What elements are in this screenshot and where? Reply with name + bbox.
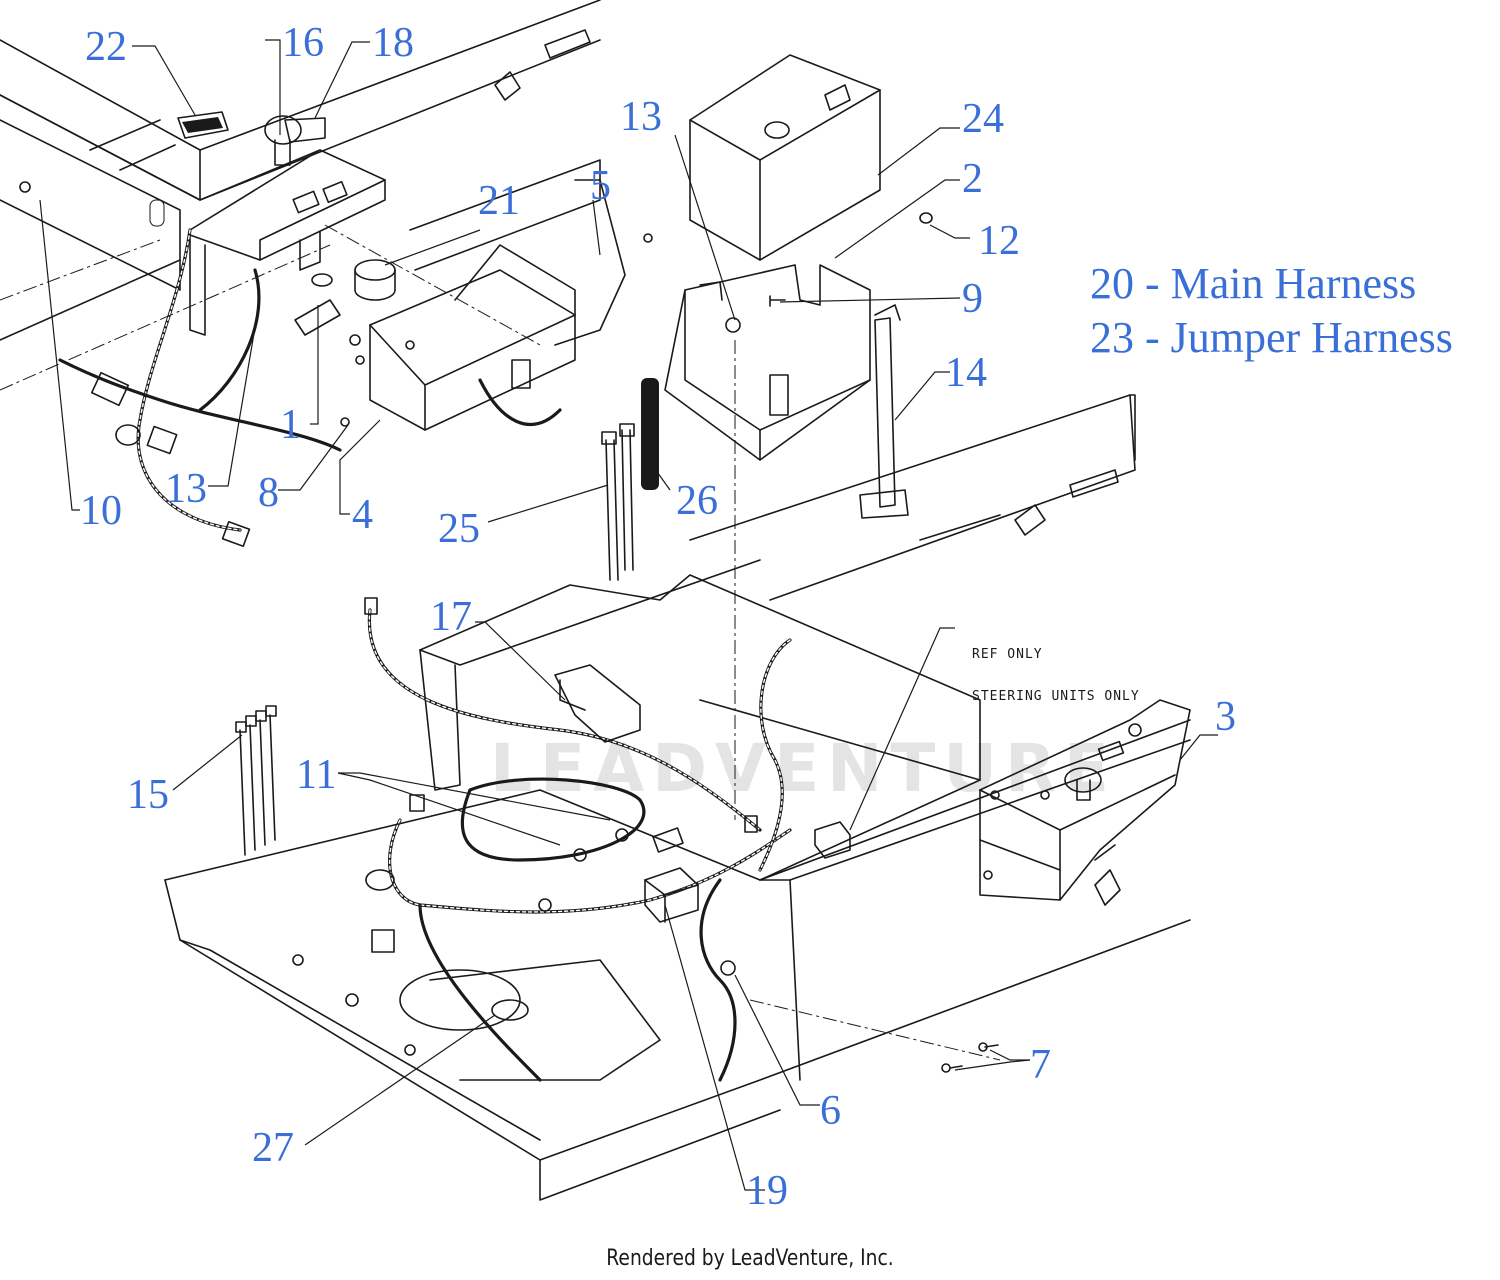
leader-lines (39, 39, 1218, 1191)
main-harness-wires (58, 228, 792, 1082)
ref-note: REF ONLY STEERING UNITS ONLY (972, 620, 1140, 732)
callout-12: 12 (978, 218, 1020, 264)
tie-strap-bundle (235, 705, 277, 856)
battery-strap (859, 304, 909, 519)
callout-17: 17 (430, 594, 472, 640)
callout-10: 10 (80, 488, 122, 534)
key-switch (311, 259, 396, 301)
callout-8: 8 (258, 470, 279, 516)
main-chassis (164, 559, 1191, 1201)
battery-tray (664, 264, 871, 461)
callout-2: 2 (962, 156, 983, 202)
callout-24: 24 (962, 96, 1004, 142)
callout-25: 25 (438, 506, 480, 552)
callout-1: 1 (280, 402, 301, 448)
steering-control-module (979, 699, 1191, 901)
battery (689, 54, 881, 261)
callout-15: 15 (127, 772, 169, 818)
callout-19: 19 (746, 1168, 788, 1214)
hardware (19, 181, 999, 1073)
legend-name: Jumper Harness (1170, 313, 1453, 362)
legend-separator: - (1145, 259, 1160, 308)
callout-14: 14 (945, 350, 987, 396)
pto-bracket (554, 664, 641, 743)
watermark: LEADVENTURE (490, 730, 1117, 807)
callout-5: 5 (590, 163, 611, 209)
callout-21: 21 (478, 178, 520, 224)
legend-number: 20 (1090, 259, 1134, 308)
seat-switch (814, 821, 851, 859)
legend-number: 23 (1090, 313, 1134, 362)
tie-straps (601, 423, 635, 581)
legend-main-harness: 20 - Main Harness (1090, 260, 1416, 308)
legend-jumper-harness: 23 - Jumper Harness (1090, 314, 1453, 362)
solenoid (644, 867, 699, 923)
callout-13-harness: 13 (165, 466, 207, 512)
right-frame-rail (689, 394, 1136, 601)
callout-16: 16 (282, 20, 324, 66)
callout-27: 27 (252, 1125, 294, 1171)
legend-name: Main Harness (1170, 259, 1417, 308)
callout-11: 11 (296, 752, 337, 798)
callout-6: 6 (820, 1088, 841, 1134)
cover-panel (294, 179, 653, 431)
connectors (90, 371, 758, 976)
ref-note-line-2: STEERING UNITS ONLY (972, 689, 1140, 704)
callout-4: 4 (352, 492, 373, 538)
reference-lines (0, 224, 1001, 1061)
callout-18: 18 (372, 20, 414, 66)
callout-3: 3 (1215, 694, 1236, 740)
callout-26: 26 (676, 478, 718, 524)
footer-credit: Rendered by LeadVenture, Inc. (606, 1246, 894, 1271)
callout-9: 9 (962, 276, 983, 322)
callout-13-battery: 13 (620, 94, 662, 140)
ref-note-line-1: REF ONLY (972, 647, 1043, 662)
callout-22: 22 (85, 24, 127, 70)
callout-7: 7 (1030, 1042, 1051, 1088)
dash-panel-bracket (177, 111, 386, 336)
legend-separator: - (1145, 313, 1160, 362)
wire-sleeve (641, 378, 659, 490)
